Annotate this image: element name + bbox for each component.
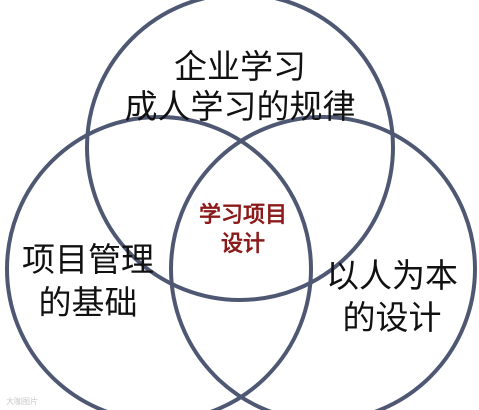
center-label-line1: 学习项目 bbox=[199, 202, 287, 228]
left-circle-label-line2: 的基础 bbox=[39, 283, 138, 322]
center-label-line2: 设计 bbox=[221, 232, 265, 257]
right-circle-label-line1: 以人为本 bbox=[326, 256, 458, 295]
circle-top bbox=[85, 0, 395, 302]
circle-left bbox=[5, 115, 313, 410]
watermark-text: 大咖图片 bbox=[6, 396, 38, 406]
top-circle-label-line1: 企业学习 bbox=[174, 47, 306, 86]
top-circle-label-line2: 成人学习的规律 bbox=[125, 87, 356, 126]
right-circle-label-line2: 的设计 bbox=[343, 298, 442, 337]
circle-right bbox=[169, 115, 477, 410]
left-circle-label-line1: 项目管理 bbox=[22, 240, 154, 279]
